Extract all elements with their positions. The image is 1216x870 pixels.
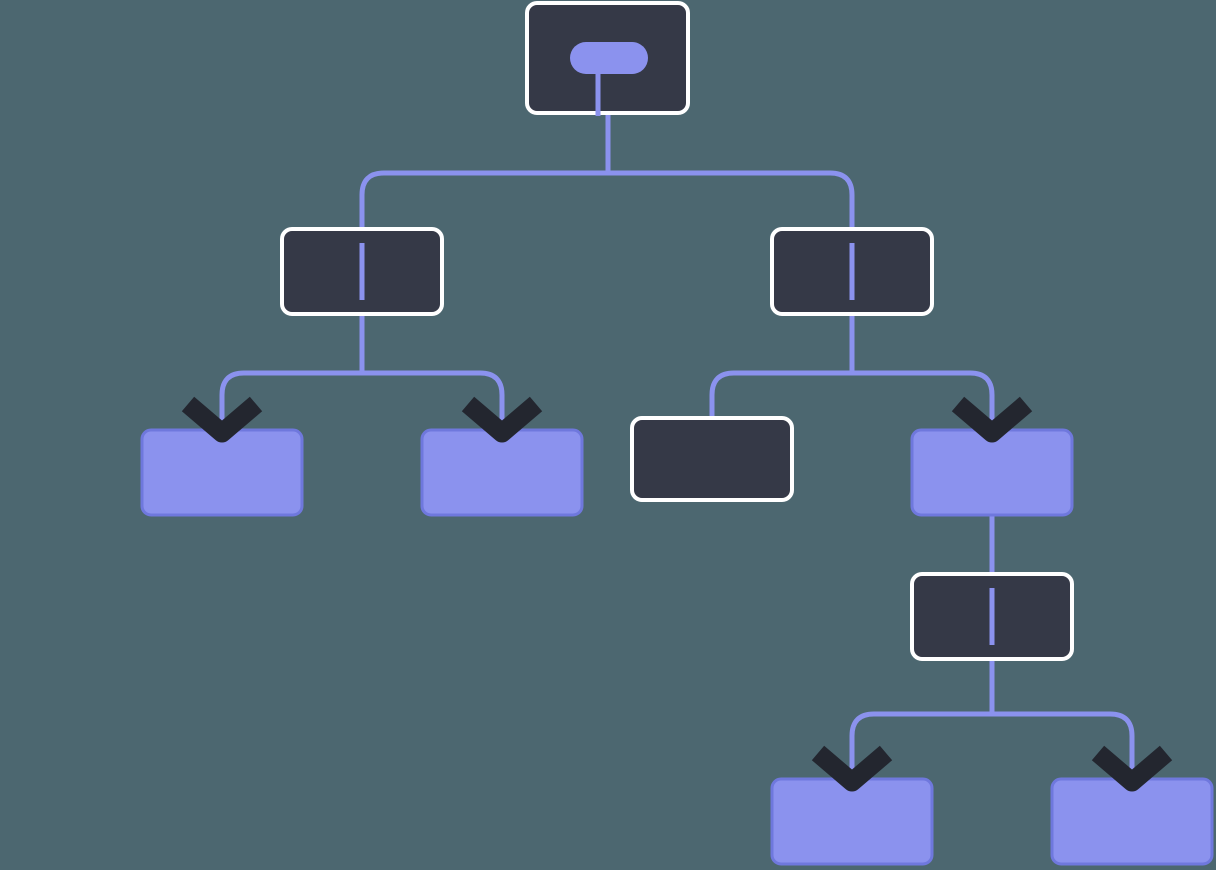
level3-node-a[interactable] bbox=[140, 428, 304, 517]
level5-left-node-body[interactable] bbox=[770, 777, 934, 866]
level4-node[interactable] bbox=[910, 572, 1074, 661]
edge-level2-left-to-node-b bbox=[359, 314, 505, 438]
arrow-layer bbox=[181, 396, 1173, 792]
level3-node-b-body[interactable] bbox=[420, 428, 584, 517]
root-node-pill-icon bbox=[570, 42, 648, 74]
level3-node-c-body[interactable] bbox=[630, 416, 794, 502]
level3-node-d-body[interactable] bbox=[910, 428, 1074, 517]
level5-left-node[interactable] bbox=[770, 777, 934, 866]
arrow-marker-level5-right-icon bbox=[1091, 745, 1173, 792]
level3-node-a-body[interactable] bbox=[140, 428, 304, 517]
level3-node-c[interactable] bbox=[630, 416, 794, 502]
arrow-marker-node-a-icon bbox=[181, 396, 263, 443]
level5-right-node-body[interactable] bbox=[1050, 777, 1214, 866]
arrow-marker-level5-left-icon bbox=[811, 745, 893, 792]
level3-node-b[interactable] bbox=[420, 428, 584, 517]
root-node[interactable] bbox=[525, 1, 690, 116]
level5-right-node[interactable] bbox=[1050, 777, 1214, 866]
edge-level2-left-to-node-a bbox=[219, 314, 365, 438]
edge-root-to-level2-right bbox=[605, 113, 855, 229]
edge-level2-right-to-node-d bbox=[849, 314, 995, 438]
edge-level4-to-level5-right bbox=[989, 659, 1135, 787]
node-layer bbox=[140, 1, 1214, 866]
arrow-marker-node-b-icon bbox=[461, 396, 543, 443]
arrow-marker-node-d-icon bbox=[951, 396, 1033, 443]
edge-level2-right-to-node-c bbox=[709, 314, 855, 418]
edge-root-to-level2-left bbox=[359, 113, 611, 229]
level3-node-d[interactable] bbox=[910, 428, 1074, 517]
level2-right-node[interactable] bbox=[770, 227, 934, 316]
level2-left-node[interactable] bbox=[280, 227, 444, 316]
edge-level4-to-level5-left bbox=[849, 659, 995, 787]
